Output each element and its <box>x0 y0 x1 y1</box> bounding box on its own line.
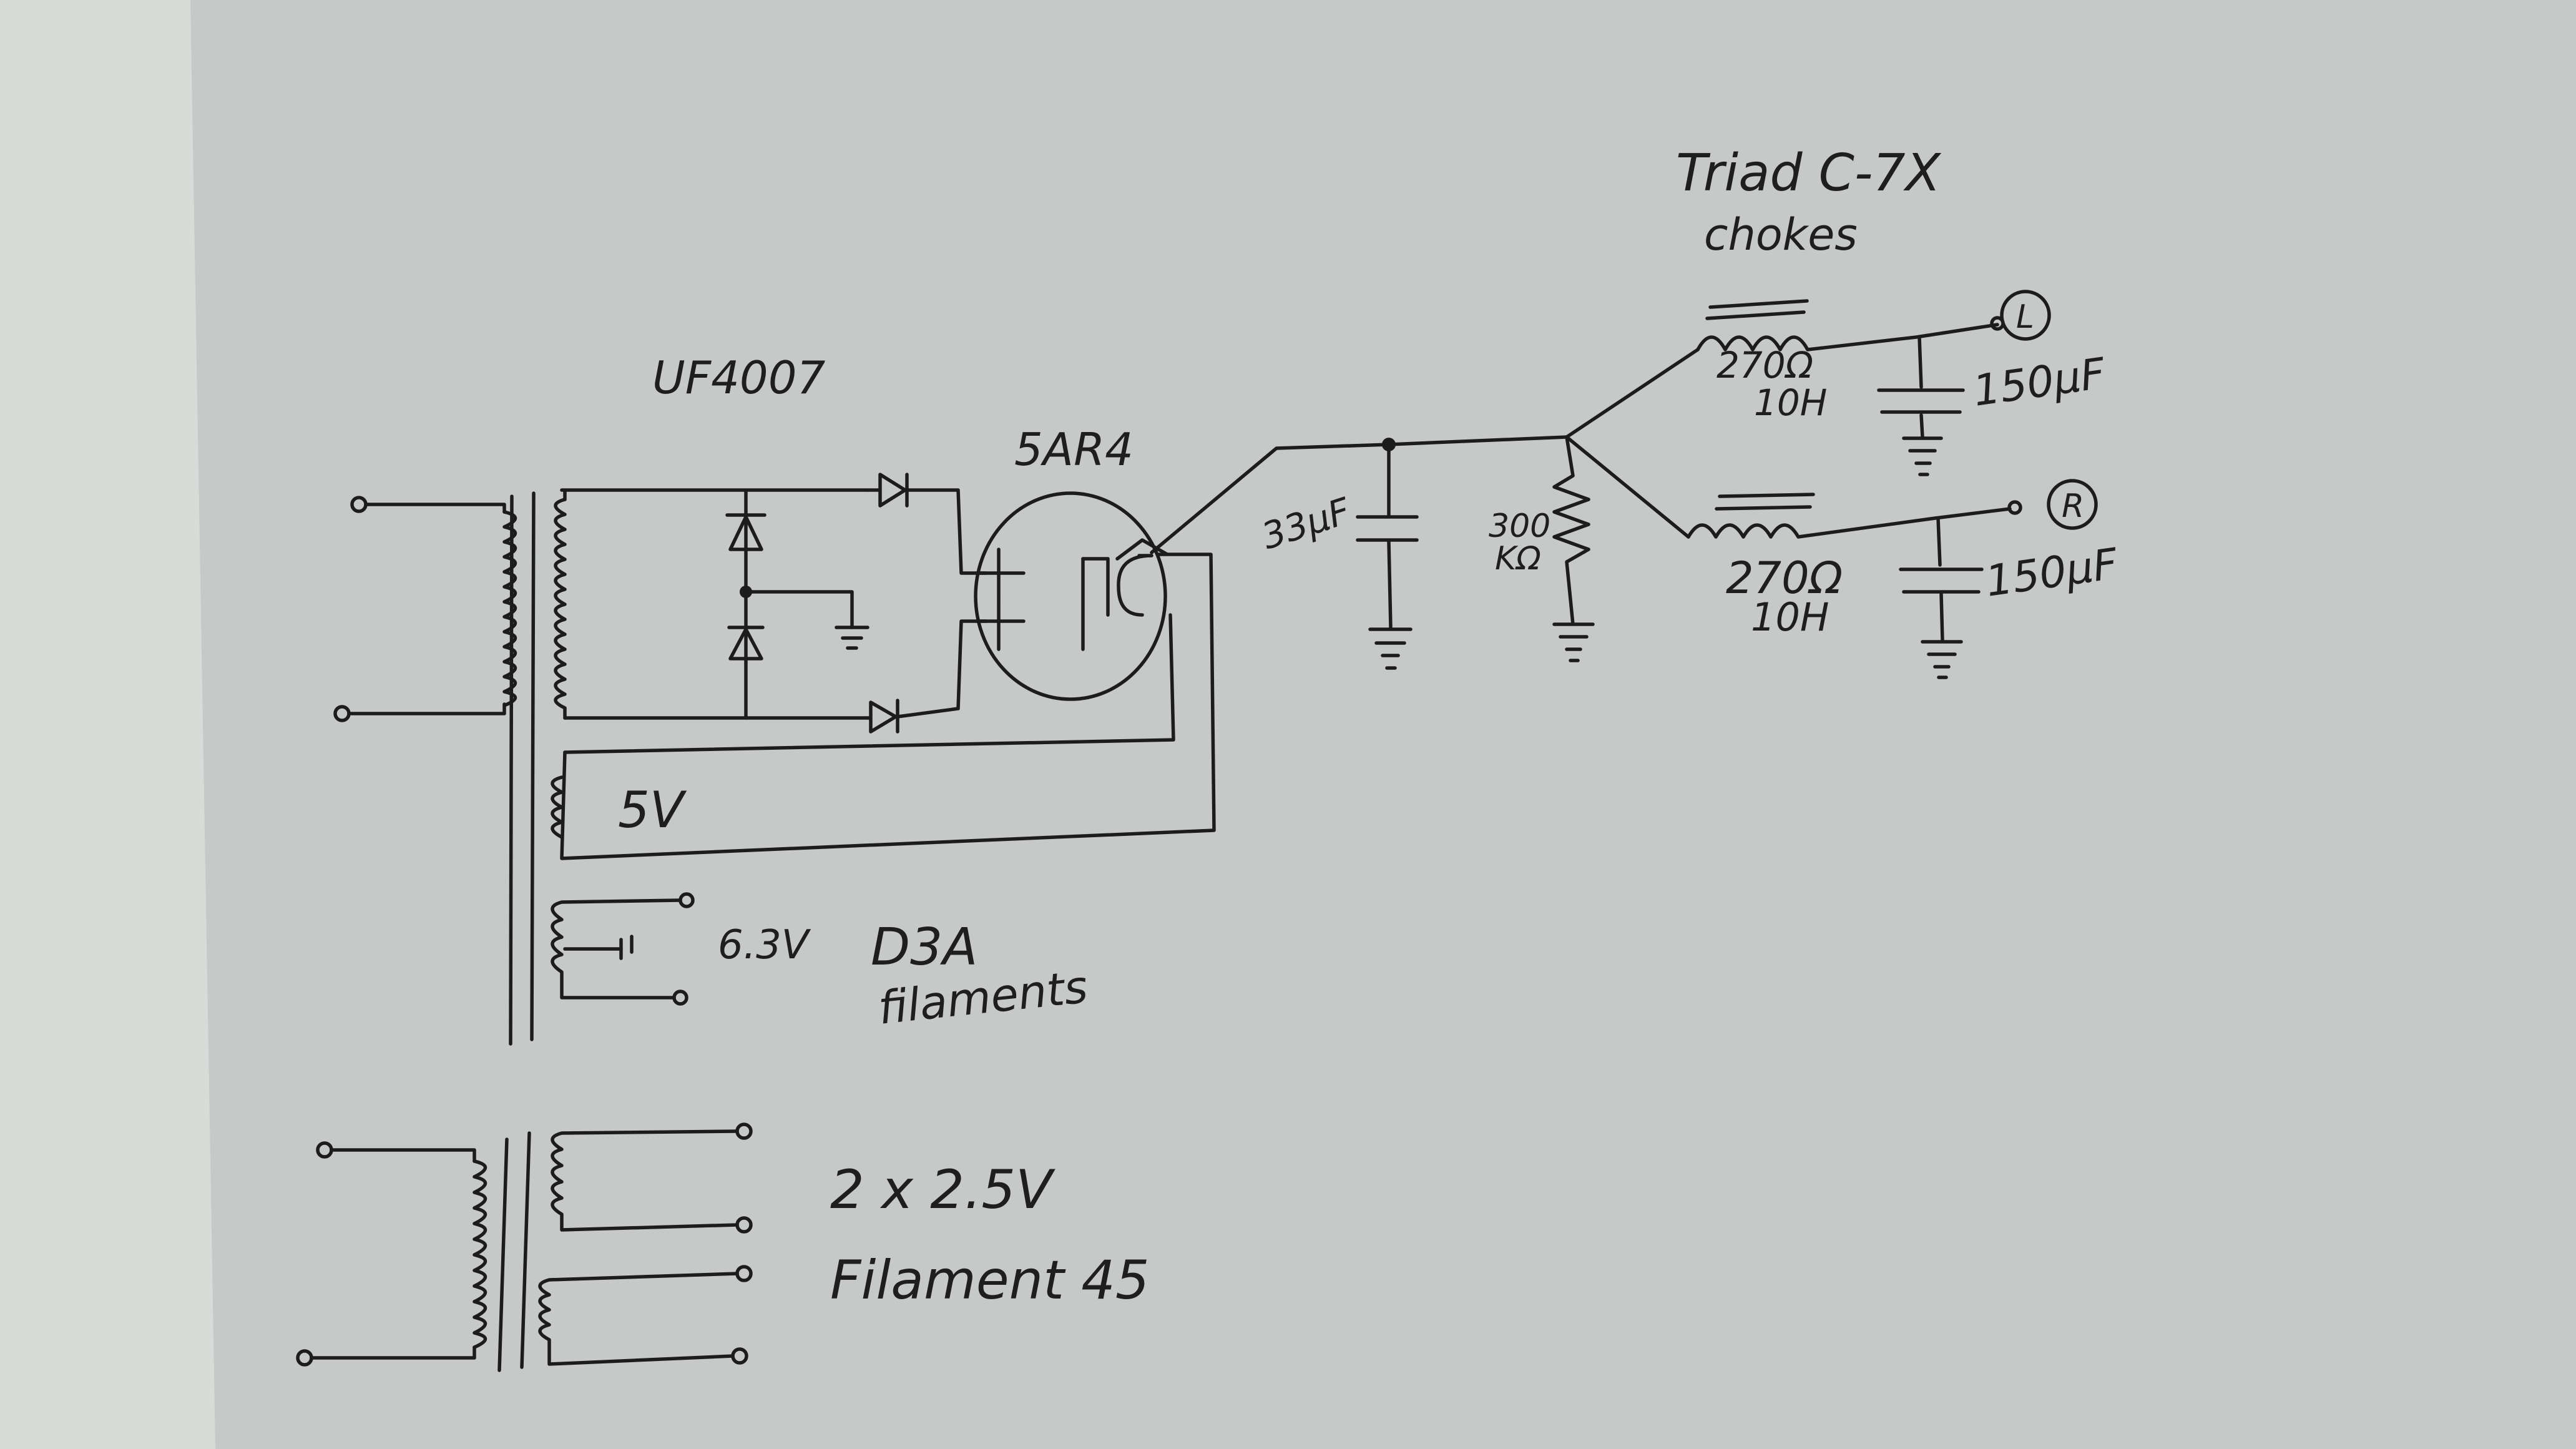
cap-right <box>1899 516 1984 642</box>
diode-upper <box>725 513 766 551</box>
filament-primary-coil <box>473 1159 487 1349</box>
primary-coil <box>502 510 517 707</box>
chokes-title: Triad C-7X <box>1676 144 1942 203</box>
diode-bottom <box>866 619 988 734</box>
winding-6v3 <box>551 898 682 1000</box>
out-left-label: L <box>2016 298 2034 336</box>
rectifier-tube-5ar4 <box>974 491 1169 701</box>
power-transformer <box>333 488 1216 1046</box>
bleeder-unit-label: KΩ <box>1495 540 1541 577</box>
diode-bridge <box>725 473 988 734</box>
cap-left <box>1877 335 1965 439</box>
choke-right-ind-label: 10H <box>1751 594 1829 640</box>
filament-trans-label-2: Filament 45 <box>830 1249 1150 1312</box>
filament-transformer <box>296 1122 753 1372</box>
choke-right-res-label: 270Ω <box>1726 553 1843 604</box>
choke-left-ind-label: 10H <box>1754 381 1827 424</box>
transformer-core <box>509 494 514 1046</box>
heater-6v3-label: 6.3V <box>718 922 811 968</box>
diode-top <box>866 473 988 575</box>
out-right-label: R <box>2062 488 2084 525</box>
diode-part-label: UF4007 <box>652 351 826 404</box>
chokes-subtitle: chokes <box>1704 209 1858 260</box>
paper <box>190 0 2576 1449</box>
bleeder-value-label: 300 <box>1489 508 1550 545</box>
tube-envelope <box>974 491 1167 701</box>
diode-lower <box>727 626 765 661</box>
filament-label-1: D3A <box>871 918 977 977</box>
cap-33uf <box>1356 443 1419 629</box>
filament-trans-label-1: 2 x 2.5V <box>830 1159 1055 1221</box>
tube-label: 5AR4 <box>1014 423 1134 476</box>
hv-secondary-coil <box>554 498 567 710</box>
heater-5v-label: 5V <box>618 781 687 839</box>
bplus-line <box>1150 348 1700 670</box>
choke-right <box>1687 479 2098 679</box>
bleeder-resistor <box>1552 435 1590 626</box>
choke-left <box>1696 290 2051 476</box>
choke-left-res-label: 270Ω <box>1717 344 1813 386</box>
